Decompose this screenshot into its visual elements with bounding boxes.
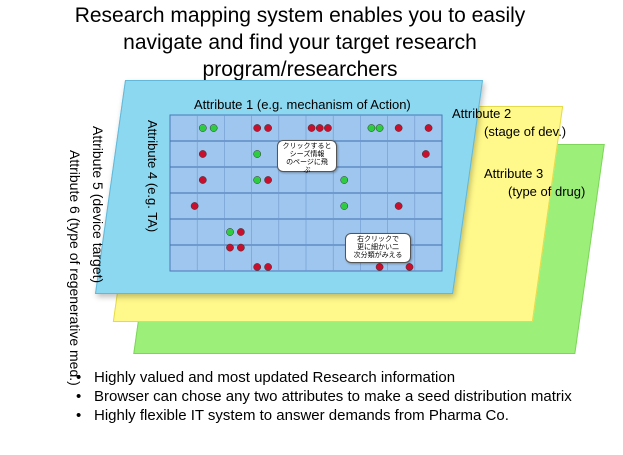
- seed-dot-red[interactable]: [307, 124, 316, 132]
- title-line-3: program/researchers: [202, 58, 398, 81]
- right-click-callout-line-3: 次分類がみえる: [353, 252, 403, 259]
- feature-item: Highly flexible IT system to answer dema…: [74, 406, 614, 425]
- seed-dot-red[interactable]: [198, 176, 207, 184]
- seed-dot-red[interactable]: [375, 263, 384, 271]
- title-line-1: Research mapping system enables you to e…: [74, 4, 526, 27]
- right-click-callout-line-1: 右クリックで: [357, 236, 399, 243]
- feature-item: Browser can chose any two attributes to …: [74, 387, 614, 406]
- seed-dot-red[interactable]: [190, 202, 199, 210]
- click-callout-line-4: ぶ: [303, 167, 311, 174]
- seed-dot-red[interactable]: [264, 124, 272, 132]
- seed-dot-red[interactable]: [226, 243, 234, 252]
- click-callout: クリックすると シーズ情報 のページに飛 ぶ: [277, 140, 337, 174]
- seed-dot-red[interactable]: [421, 150, 430, 158]
- seed-dot-red[interactable]: [253, 263, 262, 271]
- attribute-2-label: Attribute 2: [452, 106, 512, 121]
- attribute-4-label: Attribute 4 (e.g. TA): [145, 120, 160, 233]
- diagram-title: Research mapping system enables you to e…: [30, 2, 570, 83]
- attribute-3-label: Attribute 3: [484, 166, 544, 181]
- seed-dot-green[interactable]: [340, 202, 349, 210]
- right-click-callout: 右クリックで 更に細かい二 次分類がみえる: [345, 233, 411, 263]
- seed-dot-green[interactable]: [375, 124, 384, 132]
- seed-dot-green[interactable]: [253, 176, 262, 184]
- seed-dot-red[interactable]: [237, 228, 245, 236]
- click-callout-line-1: クリックすると: [282, 143, 332, 150]
- seed-dot-red[interactable]: [237, 243, 245, 252]
- seed-dot-green[interactable]: [198, 124, 207, 132]
- attribute-6-label: Attribute 6 (type of regenerative med.): [67, 150, 83, 386]
- right-click-callout-line-2: 更に細かい二: [357, 244, 399, 251]
- seed-dot-red[interactable]: [405, 263, 414, 271]
- seed-dot-green[interactable]: [367, 124, 376, 132]
- attribute-5-label: Attribute 5 (device target): [90, 126, 106, 284]
- feature-list: Highly valued and most updated Research …: [74, 368, 614, 425]
- seed-dot-green[interactable]: [340, 176, 349, 184]
- seed-dot-red[interactable]: [315, 124, 324, 132]
- seed-dot-red[interactable]: [394, 202, 403, 210]
- click-callout-line-3: のページに飛: [286, 159, 328, 166]
- seed-dot-red[interactable]: [264, 176, 272, 184]
- title-line-2: navigate and find your target research: [123, 31, 477, 54]
- feature-item: Highly valued and most updated Research …: [74, 368, 614, 387]
- seed-dot-red[interactable]: [264, 263, 272, 271]
- seed-dot-green[interactable]: [209, 124, 218, 132]
- attribute-3-sublabel: (type of drug): [508, 184, 586, 199]
- seed-dot-red[interactable]: [198, 150, 207, 158]
- attribute-1-label: Attribute 1 (e.g. mechanism of Action): [194, 97, 411, 112]
- attribute-2-sublabel: (stage of dev.): [484, 124, 567, 139]
- seed-dot-red[interactable]: [324, 124, 332, 132]
- seed-dot-red[interactable]: [394, 124, 403, 132]
- seed-dot-green[interactable]: [226, 228, 234, 236]
- seed-dot-red[interactable]: [424, 124, 433, 132]
- seed-dot-red[interactable]: [253, 124, 262, 132]
- seed-dot-green[interactable]: [253, 150, 262, 158]
- click-callout-line-2: シーズ情報: [289, 151, 325, 158]
